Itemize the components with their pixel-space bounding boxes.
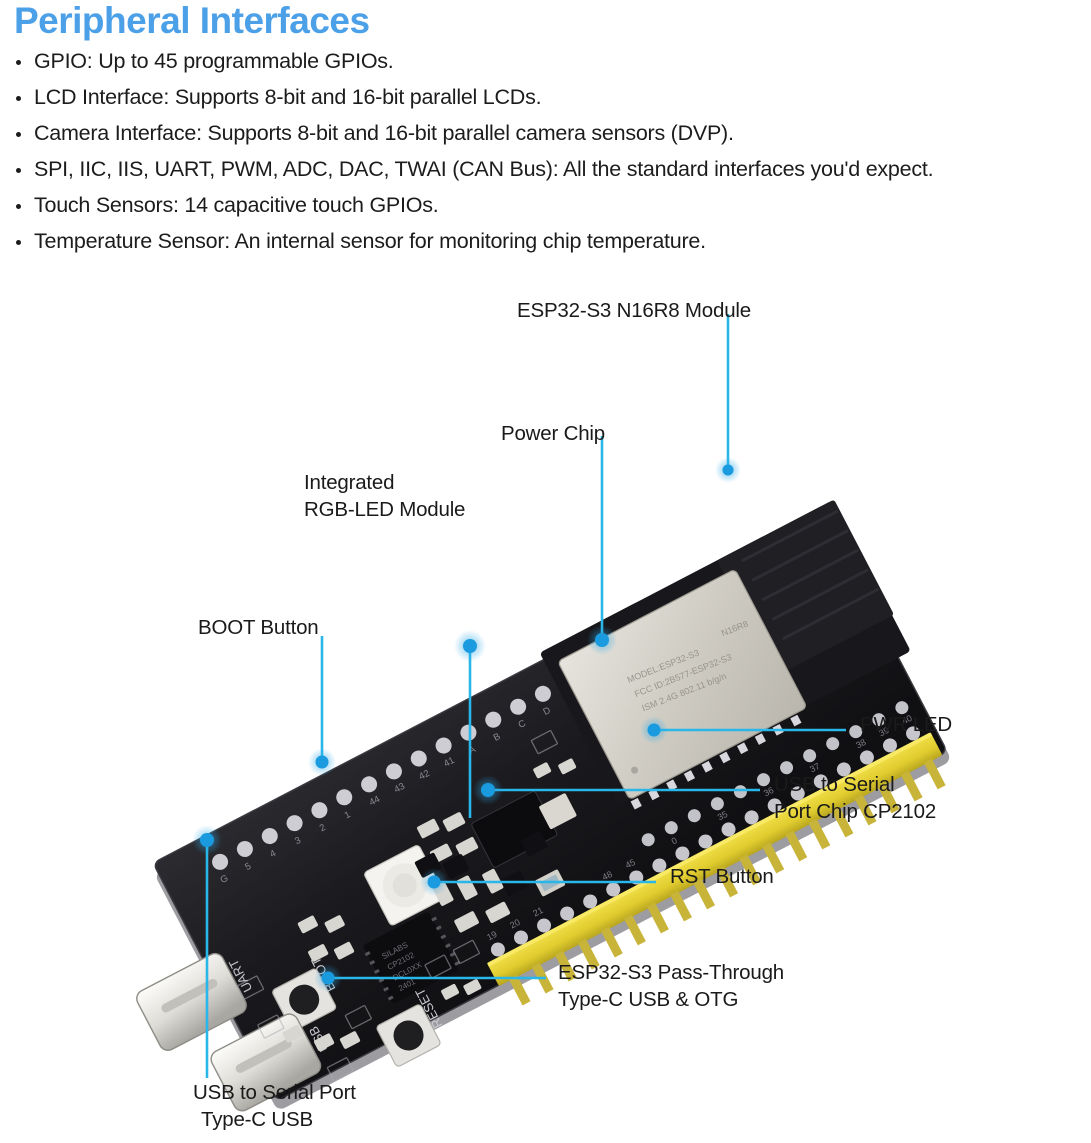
callout-line-usb-serial-chip: [473, 775, 760, 805]
svg-text:A: A: [467, 744, 478, 757]
pad-row-inner: [641, 701, 909, 847]
callout-line-text: ESP32-S3 N16R8 Module: [517, 299, 751, 322]
callout-line-text: RST Button: [670, 865, 774, 888]
svg-text:C: C: [517, 718, 528, 731]
svg-text:44: 44: [368, 794, 382, 809]
callout-line-power-chip: [587, 436, 617, 655]
callout-line-text: USB to Serial Port: [193, 1081, 356, 1104]
bullet-icon: [16, 96, 21, 101]
svg-text:48: 48: [600, 869, 614, 882]
svg-text:0: 0: [670, 835, 679, 846]
callout-power-chip: Power Chip: [501, 421, 605, 448]
callout-line-text: USB to Serial: [774, 773, 895, 796]
callout-line-usb-serial-port: [192, 825, 222, 1078]
feature-section: Peripheral Interfaces GPIO: Up to 45 pro…: [0, 0, 1091, 267]
svg-text:B: B: [492, 731, 503, 744]
callout-line-text: RGB-LED Module: [304, 497, 466, 521]
callout-esp32-module: ESP32-S3 N16R8 Module: [517, 298, 751, 325]
feature-list: GPIO: Up to 45 programmable GPIOs. LCD I…: [0, 49, 1091, 253]
bullet-icon: [16, 204, 21, 209]
svg-text:G: G: [219, 873, 231, 886]
list-item: GPIO: Up to 45 programmable GPIOs.: [14, 49, 1091, 73]
svg-text:37: 37: [808, 761, 822, 774]
callout-rgb-led: Integrated RGB-LED Module: [304, 470, 465, 523]
callout-line-text: Power Chip: [501, 422, 605, 445]
svg-text:3: 3: [293, 835, 303, 847]
callout-line-esp32-module: [715, 314, 741, 483]
callout-line-text: PWR LED: [860, 713, 953, 736]
bullet-icon: [16, 60, 21, 65]
silkscreen-outlines: [237, 730, 558, 1082]
callout-line-rst-button: [420, 868, 656, 896]
svg-text:41: 41: [442, 755, 456, 770]
svg-text:19: 19: [485, 929, 499, 942]
page-title: Peripheral Interfaces: [14, 0, 370, 41]
list-item-label: Temperature Sensor: An internal sensor f…: [34, 229, 706, 253]
rst-button[interactable]: RESET: [370, 986, 453, 1068]
callout-line-text: Integrated: [304, 471, 395, 494]
callout-line-text: Port Chip CP2102: [774, 799, 937, 823]
svg-text:D: D: [541, 705, 552, 718]
esp32-s3-module: MODEL:ESP32-S3 FCC ID:2B577-ESP32-S3 ISM…: [540, 500, 910, 810]
svg-text:2: 2: [318, 822, 328, 834]
list-item: Temperature Sensor: An internal sensor f…: [14, 229, 1091, 253]
callout-boot-button: BOOT Button: [198, 615, 319, 642]
callout-passthrough-usb: ESP32-S3 Pass-Through Type-C USB & OTG: [558, 960, 784, 1013]
list-item: Touch Sensors: 14 capacitive touch GPIOs…: [14, 193, 1091, 217]
callout-line-text: ESP32-S3 Pass-Through: [558, 961, 784, 984]
svg-text:1: 1: [343, 809, 353, 821]
callout-line-boot-button: [308, 636, 336, 776]
svg-text:39: 39: [877, 725, 891, 738]
svg-text:45: 45: [624, 857, 638, 870]
svg-text:4: 4: [268, 848, 278, 860]
bullet-icon: [16, 168, 21, 173]
list-item-label: LCD Interface: Supports 8-bit and 16-bit…: [34, 85, 542, 109]
list-item: SPI, IIC, IIS, UART, PWM, ADC, DAC, TWAI…: [14, 157, 1091, 181]
pin-header-bottom: 19 20 21 48 45 0 35 36 37 38 39 40: [485, 713, 946, 1006]
bullet-icon: [16, 240, 21, 245]
callout-overlay: [192, 314, 846, 1078]
svg-text:42: 42: [417, 768, 431, 783]
list-item-label: GPIO: Up to 45 programmable GPIOs.: [34, 49, 394, 73]
callout-line-text: BOOT Button: [198, 616, 319, 639]
usb-c-uart-connector[interactable]: UART: [134, 944, 263, 1054]
callout-line-text: Type-C USB: [201, 1107, 313, 1131]
svg-text:38: 38: [854, 737, 868, 750]
svg-text:5: 5: [243, 861, 253, 873]
svg-text:35: 35: [716, 809, 730, 822]
svg-text:43: 43: [392, 781, 406, 796]
callout-usb-serial-port: USB to Serial Port Type-C USB: [193, 1080, 356, 1133]
list-item-label: Camera Interface: Supports 8-bit and 16-…: [34, 121, 734, 145]
callout-line-passthrough-usb: [314, 964, 546, 992]
bullet-icon: [16, 132, 21, 137]
svg-text:40: 40: [900, 713, 914, 726]
list-item: LCD Interface: Supports 8-bit and 16-bit…: [14, 85, 1091, 109]
list-item: Camera Interface: Supports 8-bit and 16-…: [14, 121, 1091, 145]
list-item-label: Touch Sensors: 14 capacitive touch GPIOs…: [34, 193, 439, 217]
list-item-label: SPI, IIC, IIS, UART, PWM, ADC, DAC, TWAI…: [34, 157, 934, 181]
svg-text:20: 20: [508, 917, 522, 930]
callout-rst-button: RST Button: [670, 864, 774, 891]
callout-line-pwr-led: [640, 716, 846, 744]
callout-usb-serial-chip: USB to Serial Port Chip CP2102: [774, 772, 936, 825]
callout-line-rgb-led: [454, 630, 486, 818]
smd-transistors: [414, 831, 548, 896]
svg-text:21: 21: [531, 905, 545, 918]
callout-pwr-led: PWR LED: [860, 712, 952, 739]
svg-text:36: 36: [762, 785, 776, 798]
callout-line-text: Type-C USB & OTG: [558, 987, 739, 1011]
